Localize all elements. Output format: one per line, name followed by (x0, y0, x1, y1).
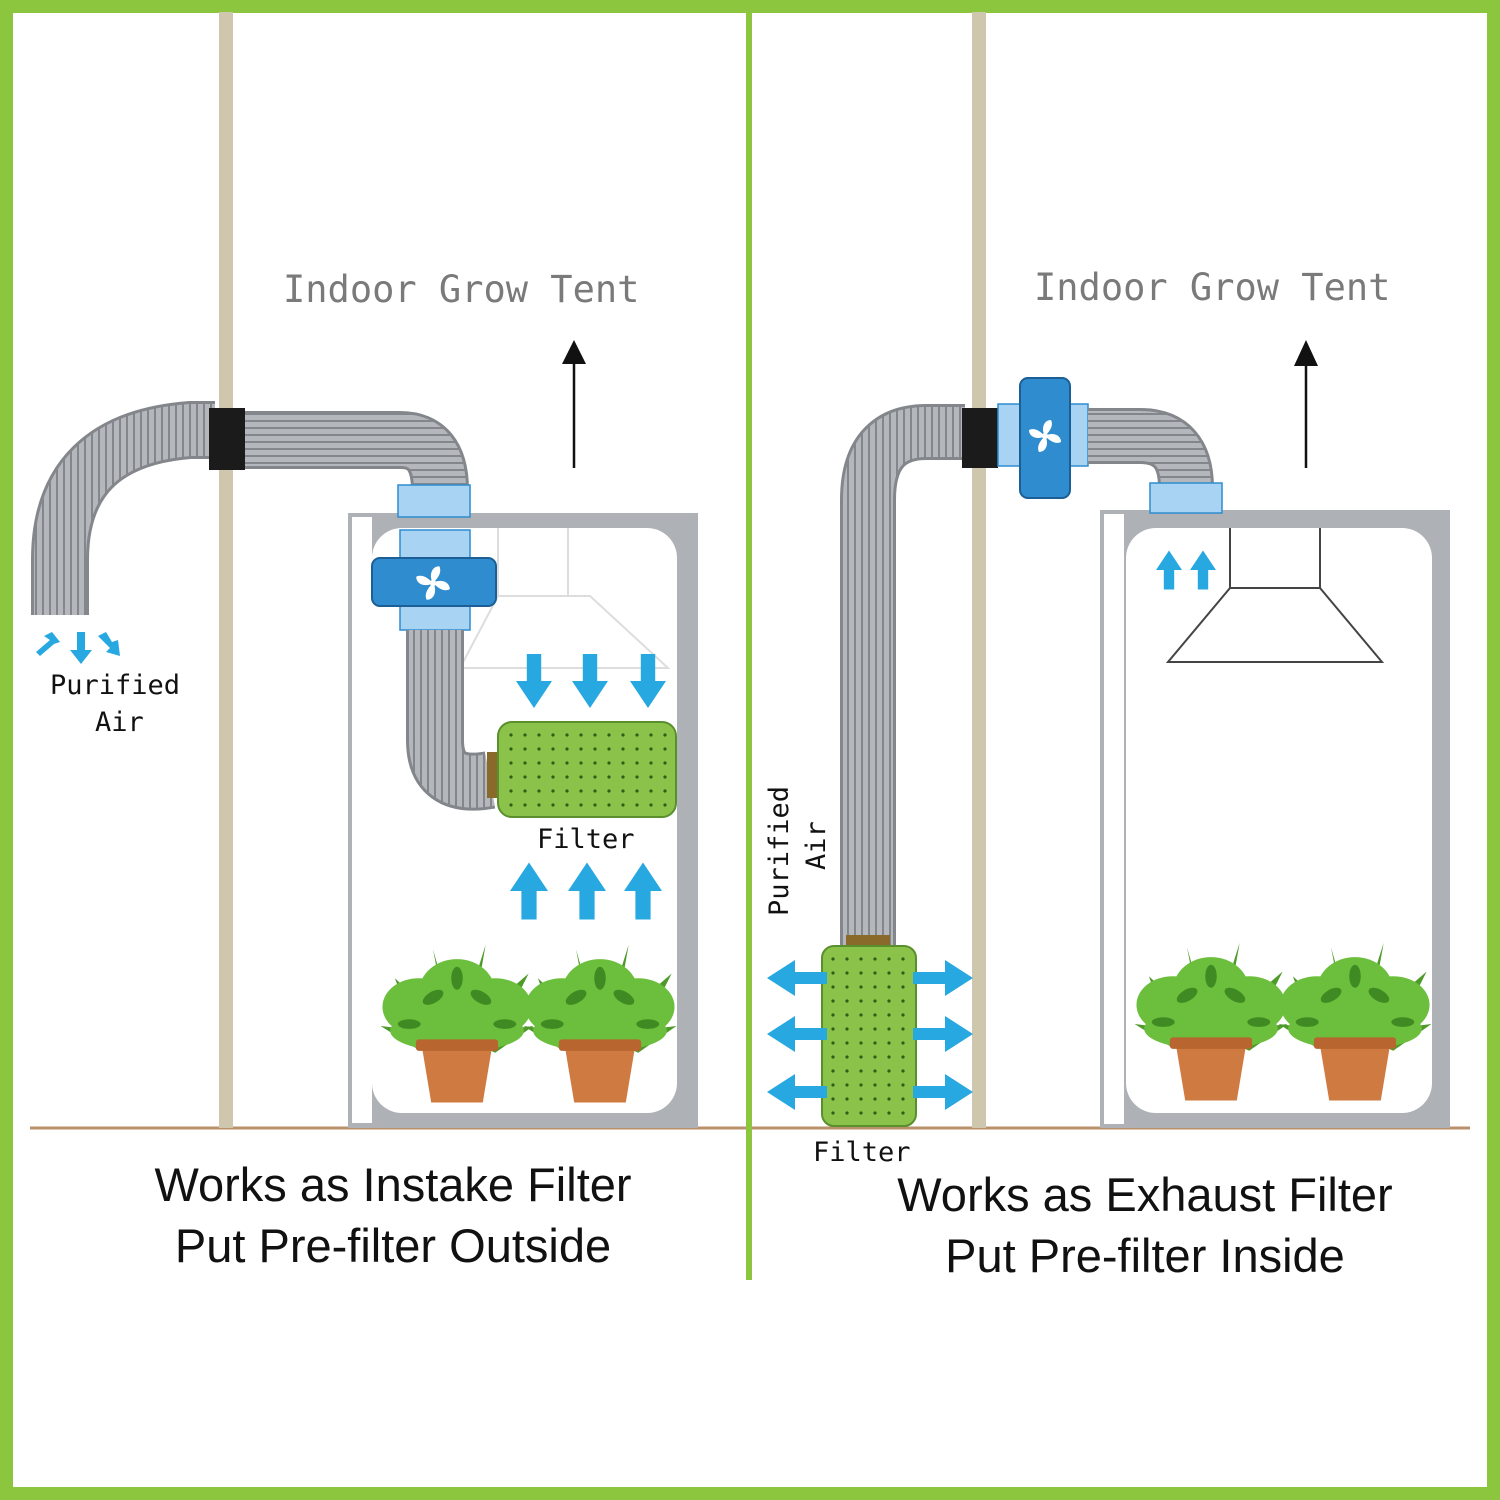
caption-right-line2: Put Pre-filter Inside (945, 1229, 1345, 1282)
wall-collar-left (209, 408, 245, 470)
carbon-filter-left (497, 721, 677, 818)
carbon-filter-right (821, 945, 917, 1127)
outlet-label-left-line1: Purified (50, 670, 180, 701)
arrow-icon (98, 632, 120, 656)
arrow-icon (913, 1016, 973, 1052)
arrow-icon (36, 632, 60, 656)
arrow-icon (70, 632, 92, 664)
right-panel: Indoor Grow Tent Purified Air Filter Wor… (764, 12, 1450, 1282)
left-panel: Indoor Grow Tent Purified Air Filter Wor… (31, 12, 698, 1272)
arrow-icon (767, 960, 827, 996)
panel-divider (746, 0, 752, 1280)
arrow-icon (767, 1016, 827, 1052)
arrow-icon (767, 1074, 827, 1110)
caption-right-line1: Works as Exhaust Filter (897, 1168, 1392, 1221)
outlet-label-right-line1: Purified (764, 786, 795, 916)
wall-right (972, 12, 986, 1128)
tent-collar-left (397, 484, 471, 518)
arrow-icon (913, 960, 973, 996)
wall-left (219, 12, 233, 1128)
wall-collar-right (962, 408, 998, 468)
outlet-label-right-line2: Air (801, 821, 832, 870)
tent-label-left: Indoor Grow Tent (283, 268, 639, 311)
filter-label-left: Filter (537, 824, 635, 855)
arrow-icon (913, 1074, 973, 1110)
tent-label-right: Indoor Grow Tent (1034, 266, 1390, 309)
outlet-label-left-line2: Air (95, 707, 144, 738)
tent-collar-right (1149, 482, 1223, 514)
caption-left-line2: Put Pre-filter Outside (175, 1219, 611, 1272)
filter-label-right: Filter (813, 1137, 911, 1168)
caption-left-line1: Works as Instake Filter (154, 1158, 631, 1211)
